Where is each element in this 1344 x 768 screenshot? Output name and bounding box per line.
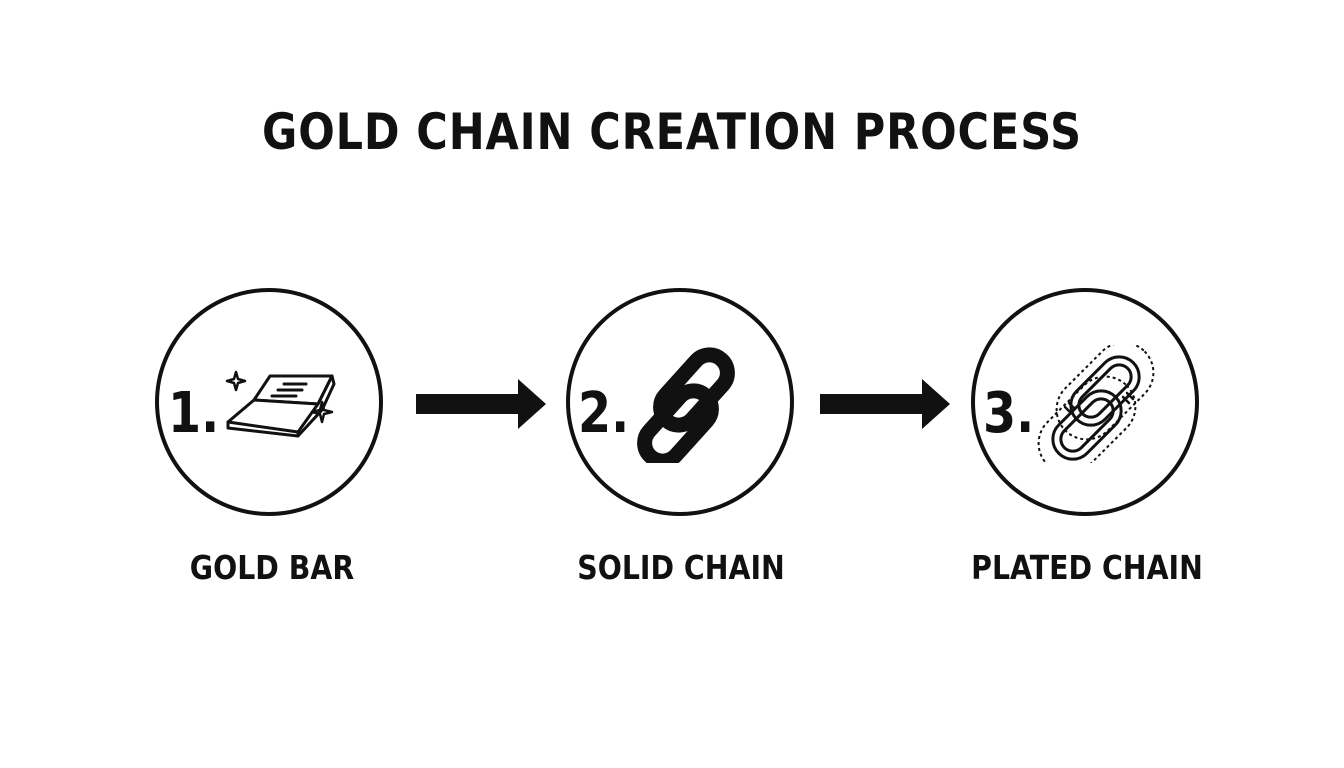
step-1-number: 1. xyxy=(168,381,220,446)
arrow-right-icon xyxy=(416,379,546,429)
step-2-number: 2. xyxy=(578,381,630,446)
step-3-circle xyxy=(971,288,1199,516)
step-1-circle xyxy=(155,288,383,516)
gold-bar-icon xyxy=(225,370,336,438)
step-2-circle xyxy=(566,288,794,516)
step-1-label: GOLD BAR xyxy=(189,548,355,587)
step-3-label: PLATED CHAIN xyxy=(971,548,1203,587)
chain-link-icon xyxy=(637,347,735,463)
diagram-title: GOLD CHAIN CREATION PROCESS xyxy=(262,103,1082,161)
step-2-label: SOLID CHAIN xyxy=(577,548,785,587)
arrow-right-icon xyxy=(820,379,950,429)
plated-chain-link-icon xyxy=(1037,345,1155,463)
step-3-number: 3. xyxy=(983,381,1035,446)
